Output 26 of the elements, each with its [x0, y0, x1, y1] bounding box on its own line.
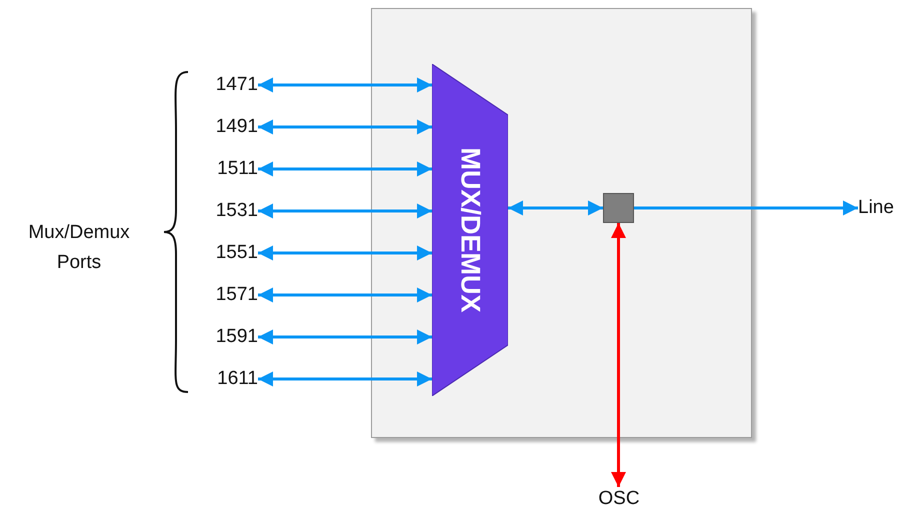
wavelength-label: 1491	[194, 115, 258, 139]
arrow	[258, 78, 432, 92]
module-box	[371, 8, 752, 438]
wavelength-label: 1471	[194, 73, 258, 97]
wavelength-label: 1511	[194, 157, 258, 181]
wavelength-label: 1611	[194, 367, 258, 391]
arrow	[508, 200, 603, 216]
osc-port-label: OSC	[588, 487, 650, 511]
ports-group-label: Mux/Demux Ports	[27, 221, 131, 275]
wavelength-label: 1571	[194, 283, 258, 307]
osc-arrow	[611, 223, 626, 487]
mux-demux-trapezoid	[432, 64, 508, 396]
arrow	[258, 246, 432, 260]
wavelength-label: 1531	[194, 199, 258, 223]
coupler-square	[603, 193, 634, 223]
arrow	[258, 204, 432, 218]
wavelength-label: 1591	[194, 325, 258, 349]
wavelength-label: 1551	[194, 241, 258, 265]
arrow	[258, 330, 432, 344]
line-port-label: Line	[858, 196, 910, 220]
arrow	[258, 372, 432, 386]
mux-demux-label: MUX/DEMUX	[454, 148, 486, 312]
arrow	[258, 162, 432, 176]
arrow	[634, 200, 858, 216]
arrow	[258, 288, 432, 302]
arrow	[258, 120, 432, 134]
